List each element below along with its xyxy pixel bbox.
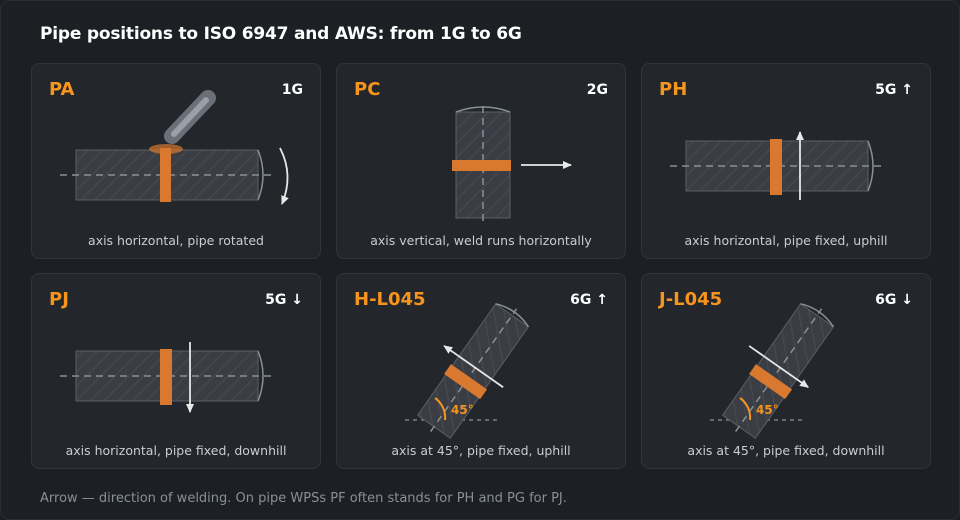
pipe-end	[257, 350, 264, 402]
angle-arc	[739, 397, 752, 421]
angle-label: 45°	[756, 403, 779, 417]
footer-note: Arrow — direction of welding. On pipe WP…	[40, 491, 567, 506]
position-card-h-l045: H-L045 6G ↑ 45° axis at 45°, pipe fixed,…	[336, 273, 626, 469]
uphill-arrow	[443, 345, 504, 388]
position-caption: axis horizontal, pipe fixed, uphill	[684, 233, 888, 248]
position-code: H-L045	[354, 289, 426, 310]
pipe-45-uphill-illustration: 45°	[405, 303, 530, 439]
pipe-end	[257, 149, 264, 201]
pipe-45-downhill-illustration: 45°	[710, 303, 835, 439]
downhill-arrow	[748, 345, 809, 388]
position-card-pj: PJ 5G ↓ axis horizontal, pipe fixed, dow…	[31, 273, 321, 469]
aws-position: 6G ↑	[570, 292, 608, 308]
position-card-pa: PA 1G axis horizontal, pipe rotated	[31, 63, 321, 259]
pipe-fixed-uphill-illustration	[670, 131, 886, 200]
position-code: PC	[354, 79, 381, 100]
pipe-fixed-downhill-illustration	[60, 342, 276, 413]
position-card-pc: PC 2G axis vertical, weld runs horizonta…	[336, 63, 626, 259]
angle-label: 45°	[451, 403, 474, 417]
pipe-rotated-illustration	[60, 90, 289, 205]
position-code: PA	[49, 79, 75, 100]
aws-position: 5G ↑	[875, 82, 913, 98]
position-caption: axis at 45°, pipe fixed, downhill	[687, 443, 885, 458]
position-caption: axis vertical, weld runs horizontally	[370, 233, 592, 248]
position-caption: axis at 45°, pipe fixed, uphill	[391, 443, 571, 458]
weld-seam	[160, 148, 171, 202]
weld-seam	[444, 364, 488, 400]
aws-position: 6G ↓	[875, 292, 913, 308]
position-card-ph: PH 5G ↑ axis horizontal, pipe fixed, uph…	[641, 63, 931, 259]
position-card-j-l045: J-L045 6G ↓ 45° axis at 45°, pipe fixed,…	[641, 273, 931, 469]
position-code: J-L045	[659, 289, 723, 310]
weld-seam	[452, 160, 511, 171]
weld-seam	[770, 139, 782, 195]
position-caption: axis horizontal, pipe rotated	[88, 233, 264, 248]
weld-seam	[749, 364, 793, 400]
page-title: Pipe positions to ISO 6947 and AWS: from…	[40, 24, 522, 44]
pipe-vertical-illustration	[452, 106, 572, 224]
position-caption: axis horizontal, pipe fixed, downhill	[65, 443, 287, 458]
aws-position: 2G	[586, 82, 608, 98]
rotation-arrow	[279, 147, 289, 205]
pipe-end	[867, 140, 874, 192]
weld-seam	[160, 349, 172, 405]
aws-position: 1G	[281, 82, 303, 98]
welding-torch	[164, 90, 216, 144]
position-code: PJ	[49, 289, 69, 310]
position-code: PH	[659, 79, 688, 100]
aws-position: 5G ↓	[265, 292, 303, 308]
angle-arc	[434, 397, 447, 421]
